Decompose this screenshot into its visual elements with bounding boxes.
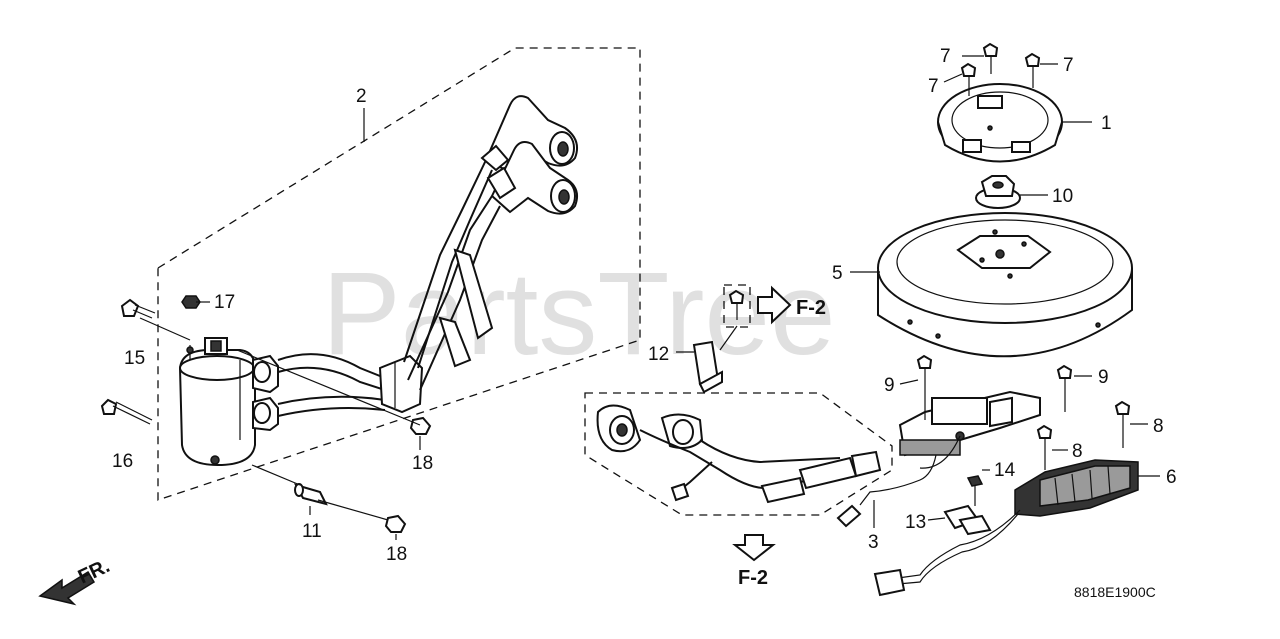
callout-5: 5 bbox=[832, 263, 843, 284]
wire-harness[interactable] bbox=[596, 404, 882, 504]
callout-11: 11 bbox=[302, 521, 322, 542]
front-arrow-icon bbox=[38, 570, 96, 606]
clip-13[interactable] bbox=[943, 504, 992, 536]
callout-12: 12 bbox=[648, 344, 669, 365]
ref-f2-upper: F-2 bbox=[796, 297, 826, 319]
callout-8b: 8 bbox=[1072, 441, 1083, 462]
callout-3: 3 bbox=[868, 532, 879, 553]
ref-f2-lower: F-2 bbox=[738, 567, 768, 589]
callout-16: 16 bbox=[112, 451, 133, 472]
callout-7c: 7 bbox=[1063, 55, 1074, 76]
nut-18-upper[interactable] bbox=[409, 416, 432, 435]
callout-9a: 9 bbox=[884, 375, 895, 396]
f2-arrow-upper bbox=[757, 285, 792, 325]
bolts-7[interactable] bbox=[960, 42, 1041, 96]
callout-2: 2 bbox=[356, 86, 367, 107]
callout-7a: 7 bbox=[940, 46, 951, 67]
callout-9b: 9 bbox=[1098, 367, 1109, 388]
charge-coil[interactable] bbox=[873, 459, 1139, 597]
callout-13: 13 bbox=[905, 512, 926, 533]
callout-8a: 8 bbox=[1153, 416, 1164, 437]
clamp-12[interactable] bbox=[692, 340, 723, 394]
callout-14: 14 bbox=[994, 460, 1016, 481]
ignition-coil-assembly-outline bbox=[157, 47, 641, 501]
callout-7b: 7 bbox=[928, 76, 939, 97]
flywheel[interactable] bbox=[877, 212, 1133, 358]
screw-14[interactable] bbox=[966, 475, 984, 506]
callout-6: 6 bbox=[1166, 467, 1177, 488]
ignition-coil[interactable] bbox=[178, 337, 279, 467]
screw-reference-box bbox=[723, 284, 751, 328]
callout-18b: 18 bbox=[386, 544, 407, 565]
bolts-9[interactable] bbox=[916, 354, 1073, 420]
high-tension-leads bbox=[277, 95, 578, 417]
starter-pulley[interactable] bbox=[937, 83, 1063, 163]
callout-17: 17 bbox=[214, 292, 235, 313]
callout-10: 10 bbox=[1052, 186, 1073, 207]
diagram-code: 8818E1900C bbox=[1074, 584, 1156, 600]
nut-17[interactable] bbox=[181, 295, 201, 309]
screw-reference[interactable] bbox=[728, 289, 745, 320]
nut-18-lower[interactable] bbox=[384, 514, 407, 533]
bolt-16[interactable] bbox=[100, 398, 153, 425]
callout-15: 15 bbox=[124, 348, 145, 369]
flange-nut-10[interactable] bbox=[975, 175, 1021, 209]
collar-11[interactable] bbox=[293, 483, 328, 506]
callout-18a: 18 bbox=[412, 453, 433, 474]
bolts-8[interactable] bbox=[1036, 400, 1131, 470]
callout-1: 1 bbox=[1101, 113, 1112, 134]
bolt-15[interactable] bbox=[120, 298, 156, 319]
f2-arrow-lower bbox=[732, 534, 776, 562]
pulse-generator[interactable] bbox=[836, 390, 1041, 528]
